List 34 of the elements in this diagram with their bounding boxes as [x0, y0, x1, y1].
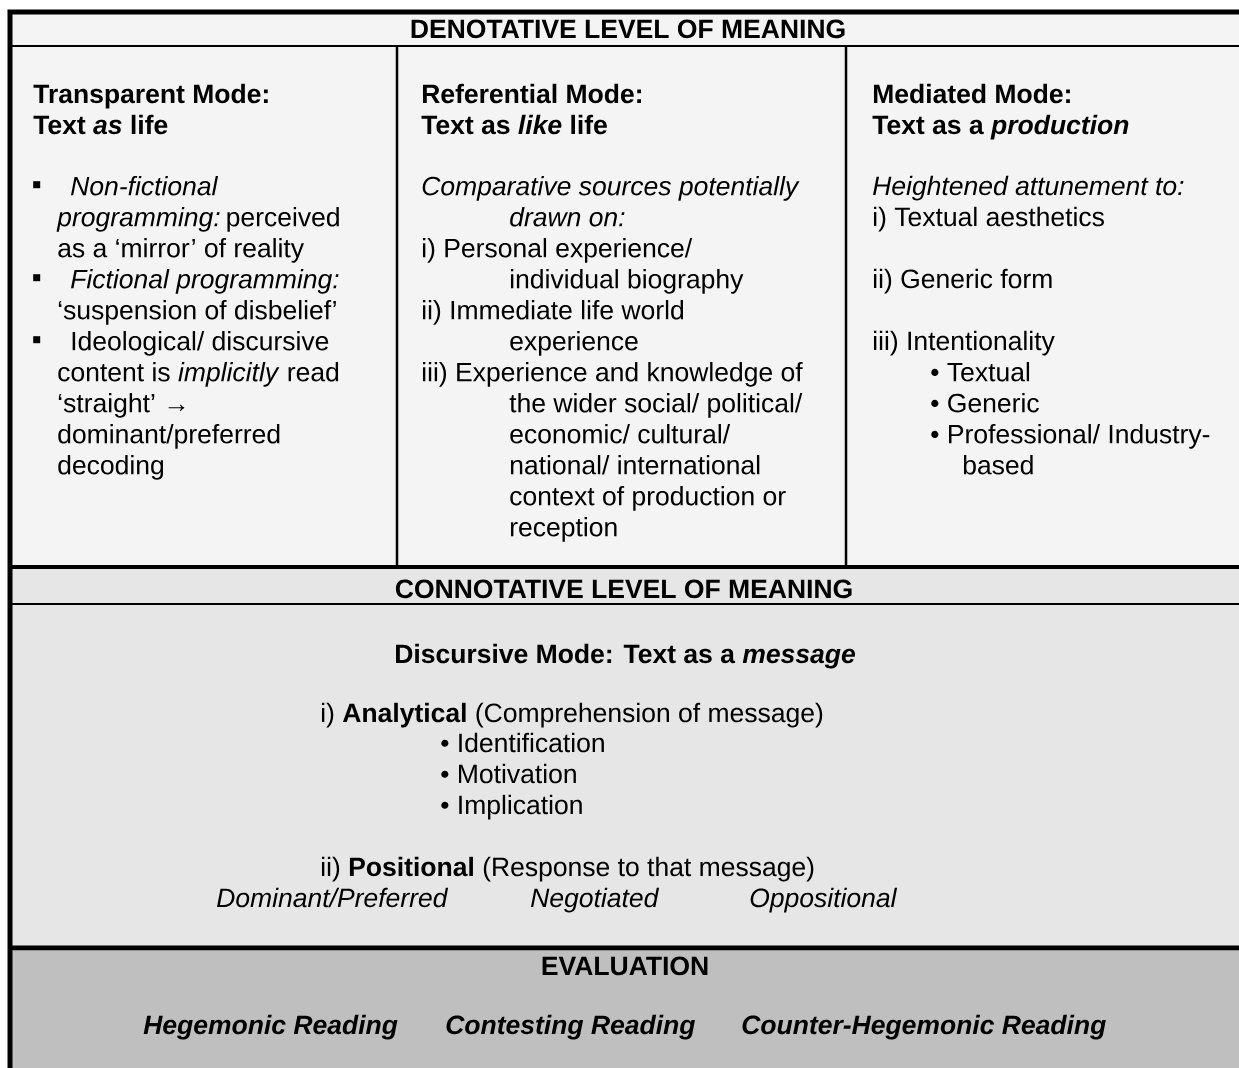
bullet-text: Ideological/ discursive content is implicitly read ‘straight’ → dominant/preferred decoding [58, 331, 339, 480]
column-heading: Referential Mode: [423, 83, 641, 104]
column-heading: Text as like life [421, 114, 607, 135]
list-item: • Identification [441, 732, 604, 753]
list-item: ii) Positional (Response to that message) [322, 856, 814, 882]
list-item: i) Analytical (Comprehension of message) [322, 702, 823, 728]
list-item: • Generic [931, 393, 1039, 413]
reading-label: Negotiated [531, 887, 660, 913]
list-item: • Textual [931, 362, 1030, 382]
list-item: • Professional/ Industry-based [931, 424, 1210, 475]
section-heading: DENOTATIVE LEVEL OF MEANING [411, 19, 845, 39]
bullet-text: Non-fictional programming: perceived as a ‘mirror’ of reality [56, 176, 339, 263]
list-item: iii) Experience and knowledge of the wider social/ political/ economic/ cultural/ national/ international context of production or reception [423, 362, 803, 542]
list-item: • Implication [441, 794, 582, 820]
column-heading: Transparent Mode: [33, 83, 268, 109]
section-heading: Discursive Mode: Text as a message [396, 643, 855, 669]
bullet-text: Fictional programming: ‘suspension of disbelief’ [58, 269, 339, 325]
section-heading: EVALUATION [542, 956, 708, 976]
column-heading: Text as life [33, 114, 168, 135]
reading-label: Counter-Hegemonic Reading [742, 1014, 1106, 1040]
section-heading: CONNOTATIVE LEVEL OF MEANING [395, 579, 852, 599]
intro-text: Comparative sources potentially drawn on: [422, 176, 800, 227]
reading-label: Oppositional [750, 887, 898, 913]
column-heading: Mediated Mode: [874, 83, 1070, 104]
intro-text: Heightened attunement to: [873, 175, 1184, 201]
reading-label: Dominant/Preferred [217, 887, 449, 908]
section-panel [10, 948, 1239, 1068]
list-item: i) Textual aesthetics [874, 206, 1104, 232]
reading-label: Hegemonic Reading [143, 1014, 398, 1040]
reading-label: Contesting Reading [446, 1014, 695, 1040]
list-item: • Motivation [441, 763, 576, 784]
column-heading: Text as a production [872, 114, 1129, 140]
list-item: ii) Generic form [874, 268, 1052, 294]
list-item: iii) Intentionality [874, 330, 1055, 356]
